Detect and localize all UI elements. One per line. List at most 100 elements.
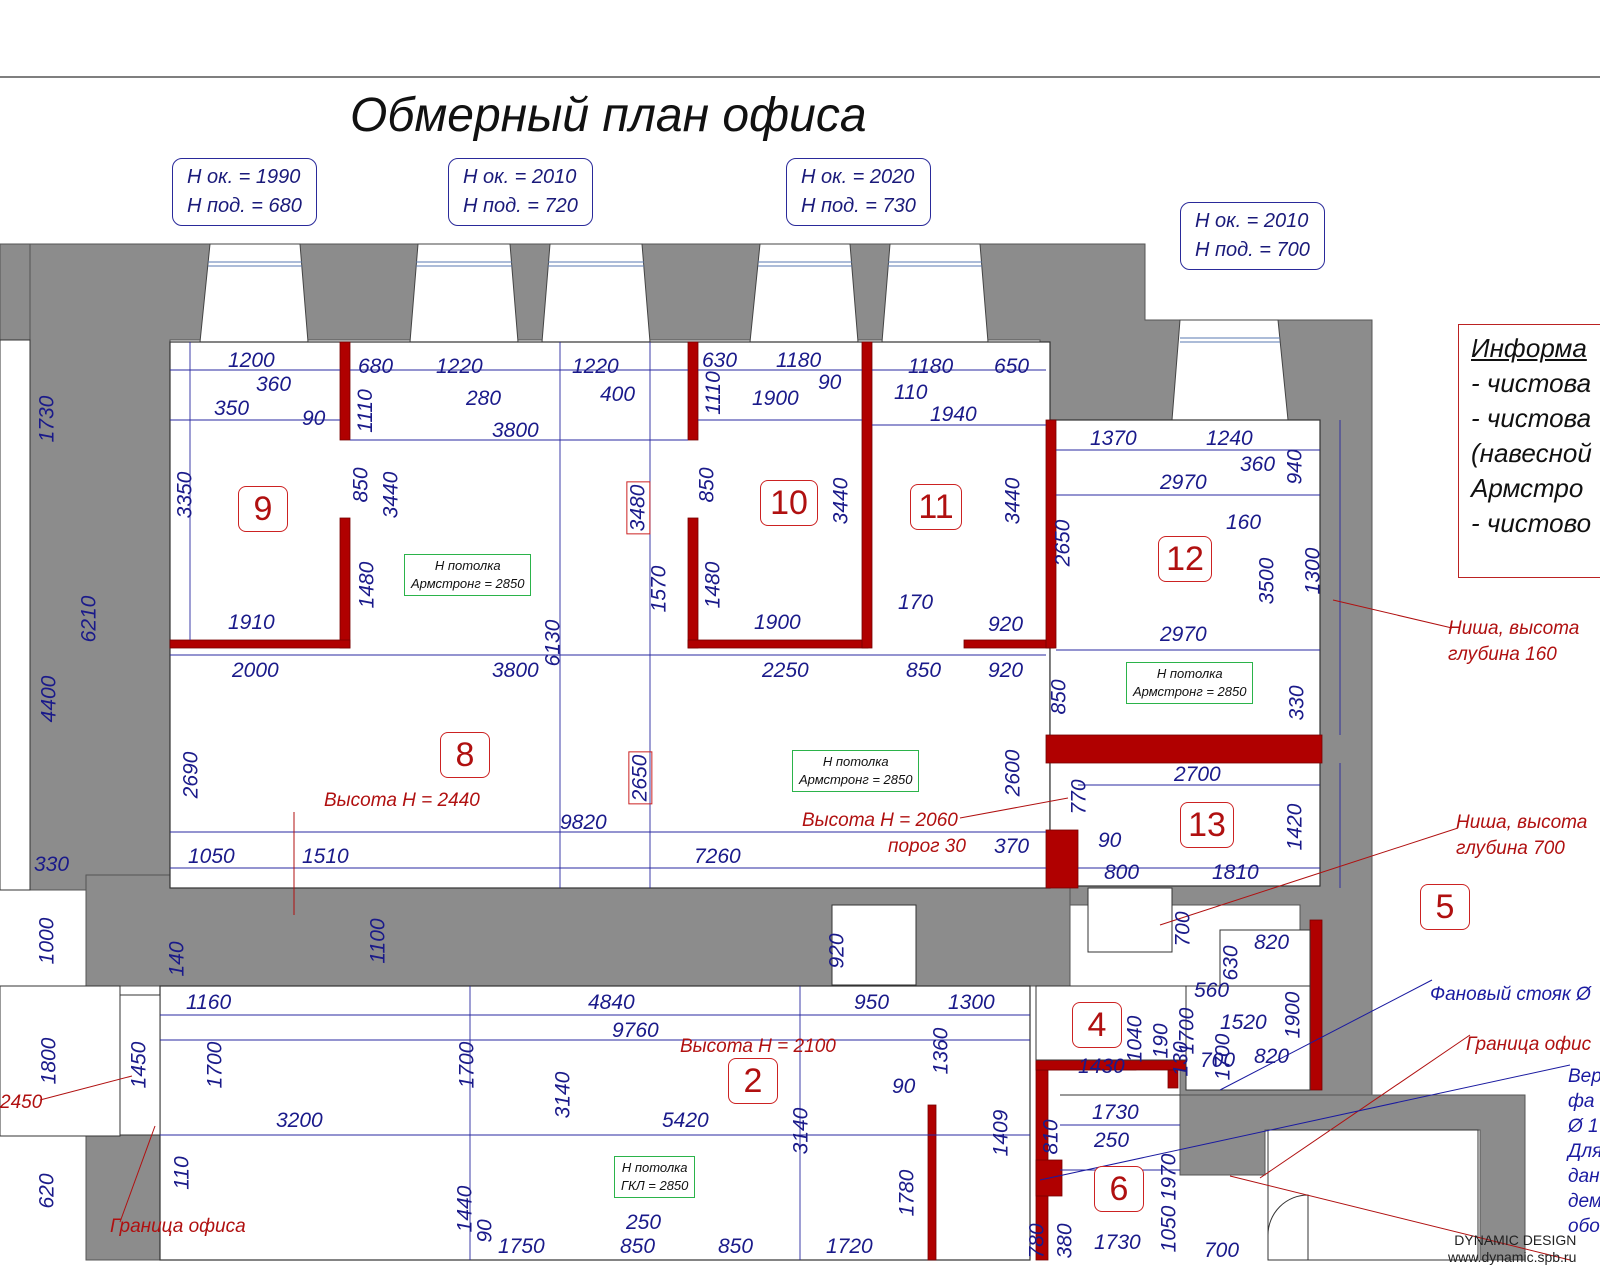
dimension-h: 9760 — [612, 1019, 659, 1042]
dimension-v: 380 — [1053, 1223, 1077, 1259]
window-label-3: H ок. = 2020 H под. = 730 — [786, 158, 931, 226]
dimension-v: 3440 — [829, 477, 853, 525]
ceiling-label: H потолка Армстронг = 2850 — [1126, 662, 1254, 704]
ceiling-label-line: H потолка — [1156, 666, 1223, 681]
dimension-v: 330 — [1285, 685, 1309, 721]
dimension-h: 360 — [256, 373, 292, 396]
room-number-6: 6 — [1094, 1166, 1144, 1212]
height-note-room2: Высота H = 2100 — [680, 1036, 836, 1057]
dimension-h: 2000 — [232, 659, 279, 682]
dimension-v: 3440 — [379, 471, 403, 519]
room-number-11: 11 — [910, 484, 962, 530]
dimension-h: 1730 — [1092, 1101, 1139, 1124]
dimension-h: 90 — [1098, 829, 1122, 852]
ceiling-label-line: Армстронг = 2850 — [1133, 684, 1247, 699]
dimension-h: 920 — [988, 659, 1024, 682]
dimension-v: 130 — [1169, 1041, 1193, 1077]
brand-site: www.dynamic.spb.ru — [1448, 1249, 1577, 1265]
dimension-v: 6210 — [77, 595, 101, 643]
dimension-h: 1900 — [754, 611, 801, 634]
window-h-ok: H ок. = 2020 — [801, 166, 915, 188]
dimension-h: 850 — [620, 1235, 656, 1258]
page-title: Обмерный план офиса — [350, 89, 867, 142]
dimension-h: 1750 — [498, 1235, 545, 1258]
dimension-h: 700 — [1204, 1239, 1240, 1262]
dimension-v-framed: 3480 — [626, 481, 651, 535]
dimension-h: 1220 — [436, 355, 483, 378]
dimension-h: 2970 — [1160, 623, 1207, 646]
dimension-v: 1700 — [203, 1041, 227, 1089]
dimension-v: 1970 — [1157, 1153, 1181, 1201]
window-label-1: H ок. = 1990 H под. = 680 — [172, 158, 317, 226]
riser-note: Фановый стояк Ø — [1430, 984, 1591, 1005]
dimension-h: 2970 — [1160, 471, 1207, 494]
dimension-h: 1430 — [1078, 1055, 1125, 1078]
brand-block: DYNAMIC DESIGN www.dynamic.spb.ru — [1448, 1232, 1576, 1266]
niche-note-1-line1: Ниша, высота — [1448, 618, 1580, 639]
dimension-v: 1700 — [455, 1041, 479, 1089]
dimension-v: 1570 — [647, 565, 671, 613]
blue-note-line: Для — [1568, 1141, 1600, 1162]
dimension-h: 280 — [466, 387, 502, 410]
dimension-h: 7260 — [694, 845, 741, 868]
ceiling-label-line: ГКЛ = 2850 — [621, 1178, 689, 1193]
window-h-pod: H под. = 720 — [463, 195, 578, 217]
dimension-h: 700 — [1200, 1049, 1236, 1072]
info-line: (навесной — [1471, 438, 1592, 468]
dimension-v: 1480 — [701, 561, 725, 609]
dimension-v: 1450 — [127, 1041, 151, 1089]
dimension-v: 940 — [1283, 449, 1307, 485]
blue-note-line: Ø 1 — [1568, 1116, 1599, 1137]
office-border-note-left: Граница офиса — [110, 1216, 246, 1237]
dimension-h: 370 — [994, 835, 1030, 858]
dimension-h: 4840 — [588, 991, 635, 1014]
niche-note-2-line2: глубина 700 — [1456, 838, 1565, 859]
dimension-v: 630 — [1219, 945, 1243, 981]
blue-note-line: Вер — [1568, 1066, 1600, 1087]
dimension-h: 3200 — [276, 1109, 323, 1132]
dimension-h: 350 — [214, 397, 250, 420]
dimension-h: 160 — [1226, 511, 1262, 534]
dimension-h: 90 — [892, 1075, 916, 1098]
dimension-h: 1810 — [1212, 861, 1259, 884]
height-note-room8: Высота H = 2440 — [324, 790, 480, 811]
dimension-v: 1780 — [895, 1169, 919, 1217]
dimension-h: 560 — [1194, 979, 1230, 1002]
ceiling-label-line: Армстронг = 2850 — [799, 772, 913, 787]
dimension-h: 250 — [626, 1211, 662, 1234]
dimension-h: 820 — [1254, 1045, 1290, 1068]
blue-note-line: фа — [1568, 1091, 1595, 1112]
info-line: - чистово — [1471, 508, 1592, 538]
blue-note-column: Вер фа Ø 1 Для дан дем обо — [1568, 1064, 1600, 1239]
dimension-h: 630 — [702, 349, 738, 372]
dimension-v: 1409 — [989, 1109, 1013, 1157]
dimension-v: 780 — [1025, 1223, 1049, 1259]
dimension-h: 2250 — [762, 659, 809, 682]
ceiling-label: H потолка Армстронг = 2850 — [792, 750, 920, 792]
dimension-h: 250 — [1094, 1129, 1130, 1152]
dimension-v: 2690 — [179, 751, 203, 799]
dimension-v: 700 — [1171, 911, 1195, 947]
room-number-8: 8 — [440, 732, 490, 778]
dimension-v: 6130 — [541, 619, 565, 667]
dimension-v: 850 — [349, 467, 373, 503]
blue-note-line: обо — [1568, 1216, 1600, 1237]
room-number-12: 12 — [1158, 536, 1212, 582]
niche-note-2-line1: Ниша, высота — [1456, 812, 1588, 833]
dimension-v: 3140 — [789, 1107, 813, 1155]
dimension-h: 9820 — [560, 811, 607, 834]
dimension-v: 810 — [1039, 1119, 1063, 1155]
dimension-v: 1420 — [1283, 803, 1307, 851]
window-label-2: H ок. = 2010 H под. = 720 — [448, 158, 593, 226]
dimension-v: 3350 — [173, 471, 197, 519]
blue-note-line: дан — [1568, 1166, 1600, 1187]
dimension-h: 1300 — [948, 991, 995, 1014]
window-h-ok: H ок. = 2010 — [1195, 210, 1309, 232]
dimension-h: 1180 — [908, 355, 954, 378]
dimension-v: 1000 — [35, 917, 59, 965]
dimension-h: 360 — [1240, 453, 1276, 476]
leader-lines — [39, 599, 1571, 1261]
dimension-h: 1720 — [826, 1235, 873, 1258]
room-number-9: 9 — [238, 486, 288, 532]
dimension-h: 3800 — [492, 659, 539, 682]
